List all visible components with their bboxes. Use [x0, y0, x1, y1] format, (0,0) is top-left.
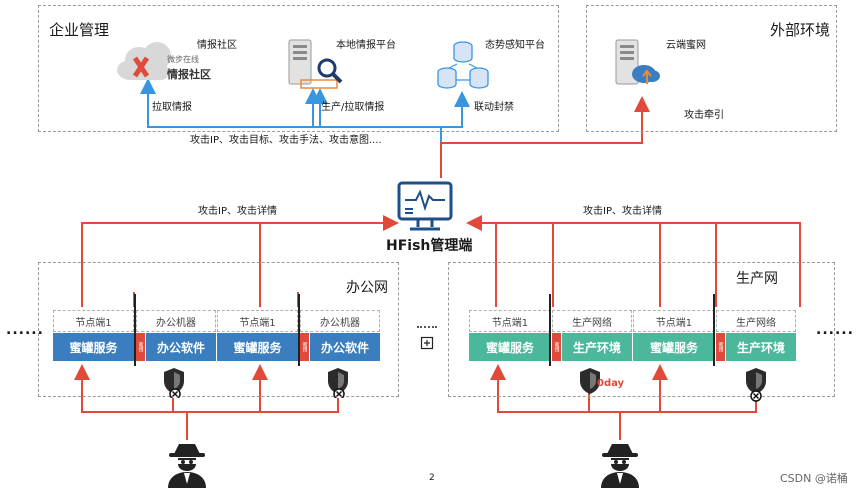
ellipsis-left: ......: [6, 322, 44, 338]
shield-icon: [328, 368, 348, 398]
office-title: 办公网: [346, 280, 388, 296]
logo-top-text: 微步在线: [167, 55, 199, 64]
hacker-icon: [601, 444, 639, 488]
office-machine-1: 办公机器: [136, 310, 216, 332]
logo-bottom-text: 情报社区: [167, 68, 211, 81]
attack-info-label: 攻击IP、攻击目标、攻击手法、攻击意图....: [190, 135, 382, 146]
enterprise-box: [38, 5, 559, 132]
prod-network-box: [448, 262, 835, 397]
hfish-monitor-icon: [397, 181, 453, 231]
office-node-2: 节点端1: [217, 310, 298, 332]
middle-dots: [417, 326, 437, 330]
office-machine-2: 办公机器: [300, 310, 380, 332]
prod-report-lines: [466, 215, 801, 307]
hacker-icon: [168, 444, 206, 488]
intel-community-label: 情报社区: [197, 40, 237, 51]
office-node-1: 节点端1: [53, 310, 134, 332]
external-title: 外部环境: [770, 21, 831, 39]
pull-intel-label: 拉取情报: [152, 102, 192, 113]
prod-node-2: 节点端1: [633, 310, 715, 332]
prod-env-1: 生产环境: [562, 333, 632, 361]
prod-honeypot-1: 蜜罐服务: [469, 333, 551, 361]
office-software-2: 办公软件: [310, 333, 380, 361]
linkage-block-label: 联动封禁: [474, 102, 514, 113]
cloud-icon: [117, 42, 171, 80]
ellipsis-right: ......: [816, 322, 854, 338]
prod-divider-2: [713, 294, 715, 366]
page-number: 2: [429, 473, 435, 483]
office-divider-2: [298, 294, 300, 366]
enterprise-title: 企业管理: [49, 21, 110, 39]
server-magnifier-icon: [288, 39, 343, 89]
hfish-label: HFish管理端: [386, 238, 473, 254]
prod-title: 生产网: [736, 271, 778, 287]
office-bait-tag-2: 蜜饵: [300, 333, 309, 361]
prod-honeypot-2: 蜜罐服务: [633, 333, 715, 361]
shield-icon: [746, 368, 766, 402]
prod-node-1: 节点端1: [469, 310, 551, 332]
prod-env-2: 生产环境: [726, 333, 796, 361]
prod-divider-1: [549, 294, 551, 366]
zeroday-label: 0day: [597, 378, 625, 389]
intel-community-logo: 微步在线 情报社区: [113, 40, 211, 86]
prod-network-1: 生产网络: [552, 310, 632, 332]
office-divider-1: [134, 294, 136, 366]
traction-line: [440, 96, 650, 178]
prod-attack-detail: 攻击IP、攻击详情: [583, 206, 662, 217]
prod-bait-tag-1: 蜜饵: [552, 333, 561, 361]
shield-icon: [164, 368, 184, 398]
cloud-honeynet-label: 云端蜜网: [666, 40, 706, 51]
office-honeypot-2: 蜜罐服务: [217, 333, 298, 361]
office-attack-detail: 攻击IP、攻击详情: [198, 206, 277, 217]
shield-icon: [580, 368, 600, 394]
local-platform-label: 本地情报平台: [336, 40, 396, 51]
office-honeypot-1: 蜜罐服务: [53, 333, 134, 361]
prod-bait-tag-2: 蜜饵: [716, 333, 725, 361]
situation-platform-label: 态势感知平台: [485, 40, 545, 51]
attack-traction-label: 攻击牵引: [684, 110, 724, 121]
expand-icon[interactable]: [420, 336, 434, 350]
office-software-1: 办公软件: [146, 333, 216, 361]
external-box: [586, 5, 837, 132]
produce-pull-label: 生产/拉取情报: [321, 102, 385, 113]
cloud-server-icon: [615, 39, 660, 85]
office-bait-tag-1: 蜜饵: [136, 333, 145, 361]
watermark: CSDN @诺桶: [780, 472, 848, 485]
database-cluster-icon: [437, 41, 489, 89]
prod-attack-lines: [490, 364, 757, 440]
office-network-box: [38, 262, 399, 397]
prod-network-2: 生产网络: [716, 310, 796, 332]
